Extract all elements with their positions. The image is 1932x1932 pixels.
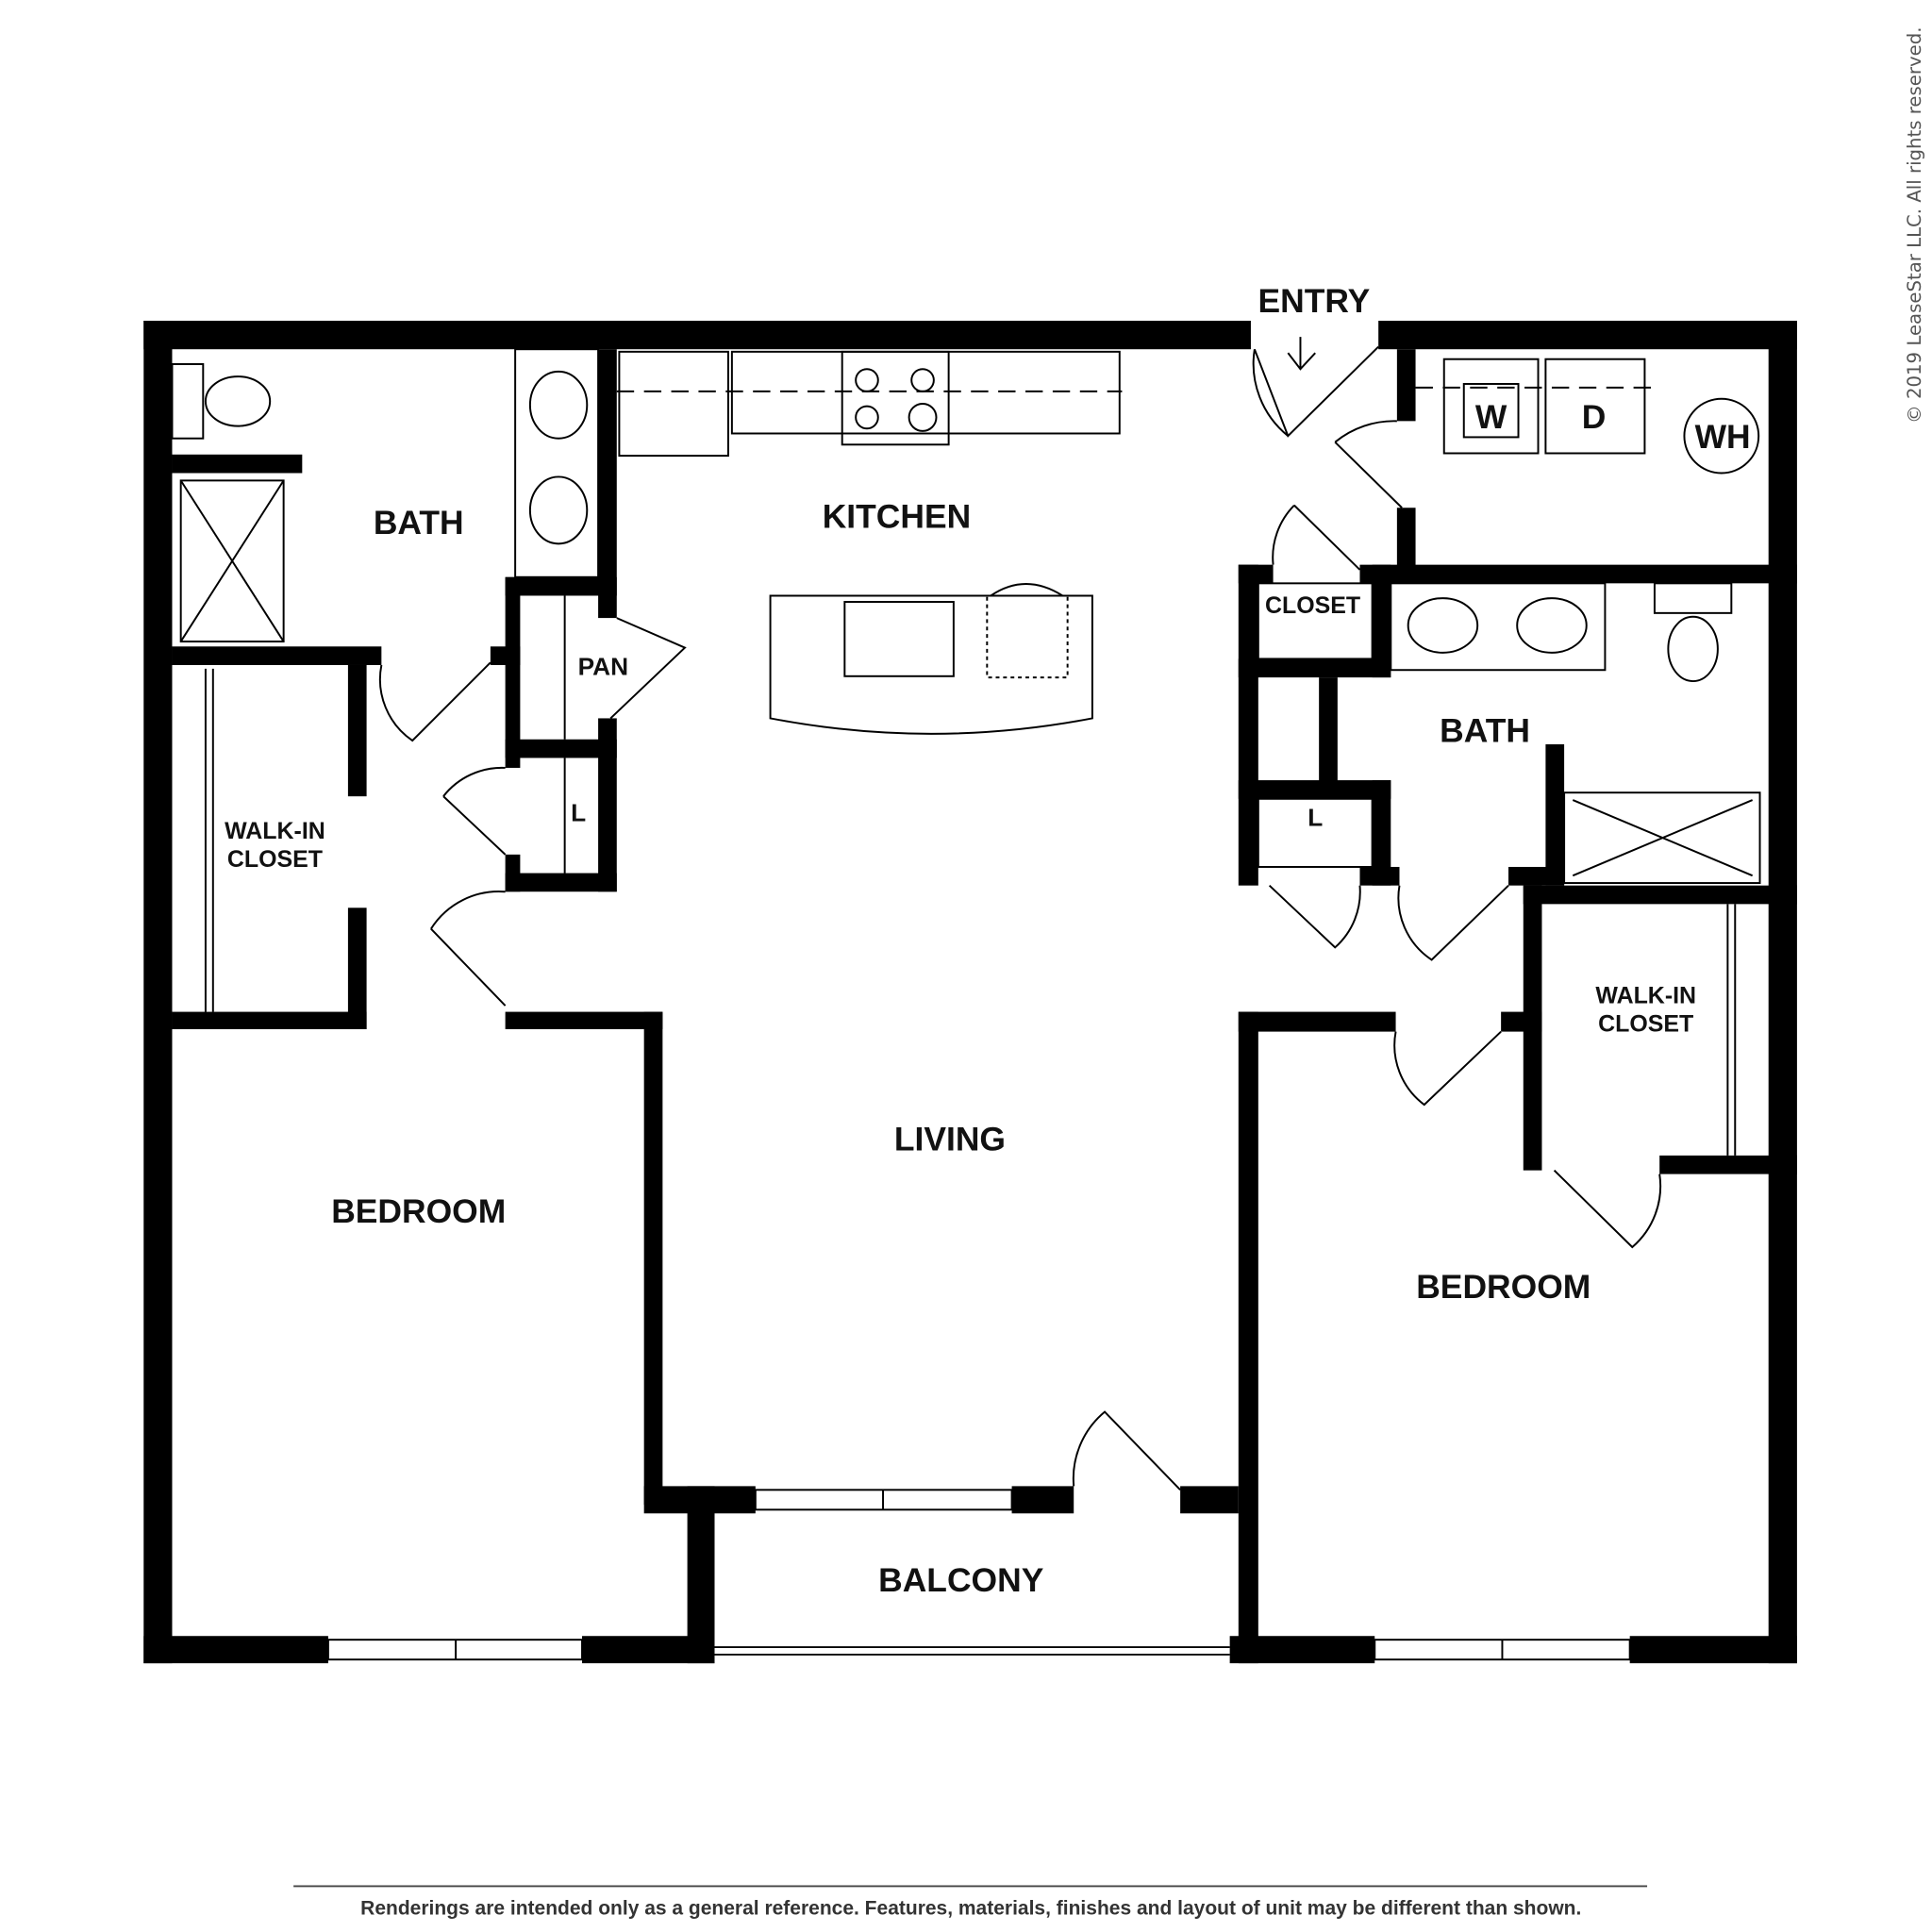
label-dryer: D	[1582, 398, 1607, 436]
label-walkin-right-1: WALK-IN	[1595, 982, 1696, 1008]
label-bedroom-left: BEDROOM	[331, 1192, 506, 1230]
label-entry: ENTRY	[1258, 282, 1371, 320]
label-walkin-right-2: CLOSET	[1598, 1011, 1693, 1038]
label-living: LIVING	[894, 1121, 1006, 1158]
label-walkin-left-2: CLOSET	[227, 846, 323, 873]
doors	[378, 345, 1662, 1491]
label-balcony: BALCONY	[878, 1561, 1044, 1599]
copyright: © 2019 LeaseStar LLC. All rights reserve…	[1904, 26, 1925, 424]
label-kitchen: KITCHEN	[823, 497, 972, 535]
label-linen-left: L	[571, 798, 586, 826]
fixtures	[171, 337, 1761, 885]
label-linen-right: L	[1307, 804, 1323, 832]
label-bath-right: BATH	[1440, 711, 1530, 749]
room-labels: ENTRY KITCHEN BATH PAN L WALK-IN CLOSET …	[225, 282, 1751, 1599]
label-water-heater: WH	[1695, 418, 1751, 456]
label-bath-left: BATH	[374, 504, 464, 541]
label-walkin-left-1: WALK-IN	[225, 818, 325, 844]
disclaimer: Renderings are intended only as a genera…	[360, 1898, 1581, 1920]
label-washer: W	[1475, 398, 1507, 436]
walls	[143, 321, 1797, 1664]
label-pantry: PAN	[578, 652, 628, 680]
entry-arrow-icon	[1287, 337, 1316, 371]
label-closet: CLOSET	[1265, 592, 1360, 619]
label-bedroom-right: BEDROOM	[1416, 1268, 1591, 1306]
